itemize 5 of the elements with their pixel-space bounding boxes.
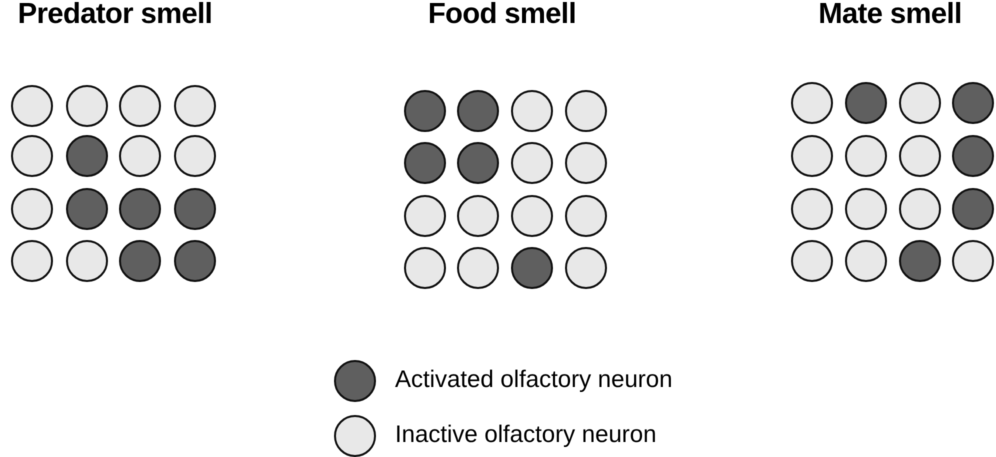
panel-title: Predator smell bbox=[18, 0, 212, 31]
panel-title: Mate smell bbox=[818, 0, 962, 31]
legend-label: Activated olfactory neuron bbox=[395, 366, 672, 394]
panel-title: Food smell bbox=[428, 0, 576, 31]
legend-label: Inactive olfactory neuron bbox=[395, 421, 656, 449]
